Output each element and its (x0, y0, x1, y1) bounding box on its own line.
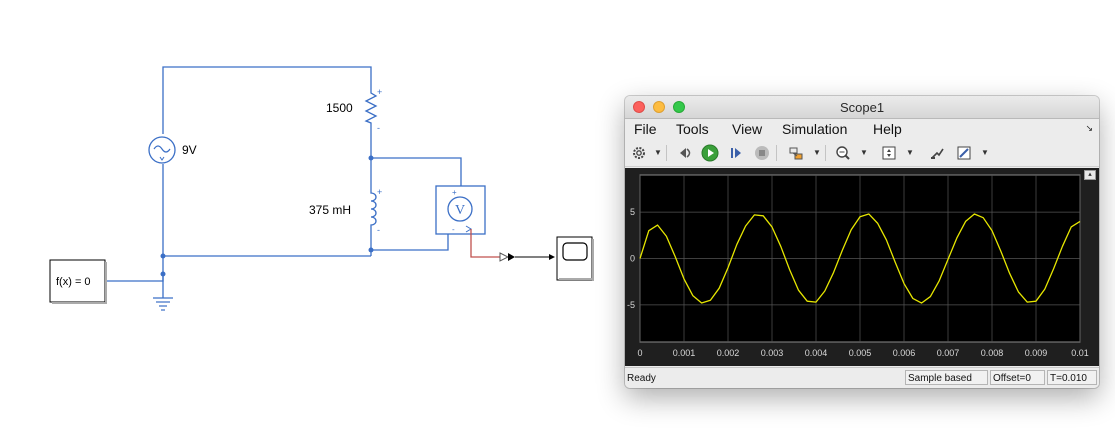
x-tick-label: 0.002 (717, 348, 740, 358)
resistor-label: 1500 (326, 101, 353, 115)
menu-overflow-icon[interactable]: ↘ (1085, 123, 1093, 133)
resistor-block[interactable]: + - 1500 (326, 87, 382, 133)
toolbar: ▼ ▼ ▼ ▼ ▼ (625, 140, 1099, 167)
x-tick-label: 0.01 (1071, 348, 1089, 358)
settings-gear-icon[interactable] (628, 142, 650, 164)
ps-simulink-converter-icon (499, 252, 510, 262)
run-play-icon[interactable] (699, 142, 721, 164)
wire-solver-connection[interactable] (105, 274, 164, 282)
x-tick-label: 0 (637, 348, 642, 358)
plot-area[interactable]: 0 0.001 0.002 0.003 0.004 0.005 0.006 0.007 0.00… (625, 168, 1099, 366)
scope-chart[interactable]: 0 0.001 0.002 0.003 0.004 0.005 0.006 0.007 0.00… (625, 168, 1099, 366)
close-window-button[interactable] (633, 101, 645, 113)
menu-bar: File Tools View Simulation Help ↘ (625, 119, 1099, 139)
wire-junctions (160, 155, 374, 277)
zoom-dropdown-icon[interactable]: ▼ (860, 148, 868, 157)
sensor-minus-terminal: - (452, 225, 455, 234)
menu-tools[interactable]: Tools (676, 121, 709, 137)
inductor-plus-terminal: + (377, 187, 382, 197)
wire-top[interactable] (162, 66, 372, 134)
wire-to-voltmeter-plus[interactable] (371, 157, 462, 187)
rewind-step-back-icon[interactable] (674, 142, 696, 164)
stop-icon[interactable] (751, 142, 773, 164)
zoom-icon[interactable] (832, 142, 854, 164)
inductor-block[interactable]: + - 375 mH (309, 187, 382, 235)
offset-status: Offset=0 (990, 370, 1045, 385)
window-titlebar[interactable]: Scope1 (625, 96, 1099, 119)
settings-dropdown-icon[interactable]: ▼ (654, 148, 662, 157)
voltage-sensor-block[interactable]: V + - (435, 185, 486, 235)
status-bar: Ready Sample based Offset=0 T=0.010 (625, 367, 1099, 388)
x-tick-label: 0.008 (981, 348, 1004, 358)
inductor-minus-terminal: - (377, 225, 380, 235)
x-tick-label: 0.001 (673, 348, 696, 358)
x-tick-label: 0.009 (1025, 348, 1048, 358)
restore-layout-icon[interactable] (926, 142, 948, 164)
autoscale-dropdown-icon[interactable]: ▼ (906, 148, 914, 157)
voltmeter-icon (447, 196, 473, 222)
ac-voltage-source-block[interactable]: 9V (148, 136, 197, 164)
highlight-simulink-block-icon[interactable] (785, 142, 807, 164)
time-status: T=0.010 (1047, 370, 1097, 385)
sample-mode-status: Sample based (905, 370, 988, 385)
minimize-window-button[interactable] (653, 101, 665, 113)
scope-window: Scope1 File Tools View Simulation Help ↘… (625, 96, 1099, 388)
circuit-wires (105, 66, 462, 298)
x-tick-label: 0.004 (805, 348, 828, 358)
autoscale-axes-icon[interactable] (878, 142, 900, 164)
sensor-plus-terminal: + (452, 188, 457, 197)
menu-view[interactable]: View (732, 121, 763, 137)
menu-file[interactable]: File (634, 121, 657, 137)
y-tick-label: -5 (627, 300, 635, 310)
resistor-minus-terminal: - (377, 123, 380, 133)
maximize-window-button[interactable] (673, 101, 685, 113)
inductor-label: 375 mH (309, 203, 351, 217)
x-tick-label: 0.005 (849, 348, 872, 358)
inductor-icon (370, 189, 377, 228)
x-tick-label: 0.007 (937, 348, 960, 358)
electrical-reference-ground-icon[interactable] (153, 297, 173, 311)
window-title: Scope1 (839, 100, 885, 115)
style-pen-icon[interactable] (953, 142, 975, 164)
signal-line[interactable] (470, 229, 555, 262)
menu-help[interactable]: Help (873, 121, 902, 137)
scope-screen-icon (562, 242, 588, 261)
style-dropdown-icon[interactable]: ▼ (981, 148, 989, 157)
y-tick-label: 5 (630, 207, 635, 217)
voltmeter-symbol: V (455, 203, 465, 218)
solver-configuration-block[interactable]: f(x) = 0 (49, 259, 107, 304)
status-ready-text: Ready (627, 373, 656, 384)
scope-block[interactable] (556, 236, 594, 281)
resistor-icon (364, 90, 378, 126)
step-forward-icon[interactable] (725, 142, 747, 164)
solver-block-label: f(x) = 0 (56, 276, 91, 288)
y-tick-label: 0 (630, 254, 635, 264)
series-line (639, 213, 1081, 304)
x-tick-label: 0.003 (761, 348, 784, 358)
highlight-dropdown-icon[interactable]: ▼ (813, 148, 821, 157)
voltage-source-label: 9V (182, 143, 197, 157)
undock-axes-icon[interactable]: ▴ (1084, 170, 1096, 180)
x-tick-label: 0.006 (893, 348, 916, 358)
resistor-plus-terminal: + (377, 87, 382, 97)
menu-simulation[interactable]: Simulation (782, 121, 848, 137)
